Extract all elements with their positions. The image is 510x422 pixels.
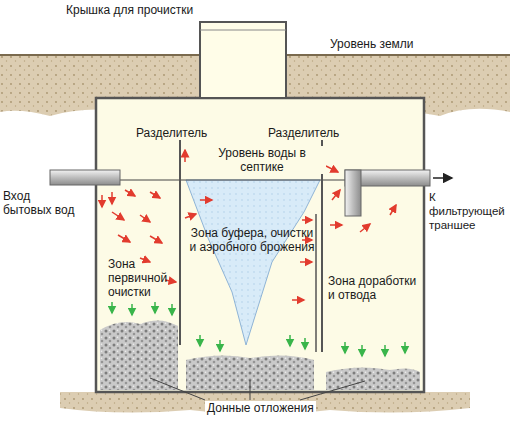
flow-arrow	[125, 190, 135, 196]
flow-arrow	[184, 150, 186, 162]
settling-arrow	[361, 345, 363, 356]
flow-arrow	[302, 219, 312, 221]
part-label: К фильтрующей траншее	[429, 190, 507, 232]
flow-arrow	[150, 192, 160, 198]
settling-arrow	[131, 304, 133, 315]
flow-arrow	[200, 199, 212, 201]
zone-label: Зона доработки и отвода	[328, 274, 418, 302]
zone-label: Зона первичной очистки	[108, 257, 178, 299]
flow-arrow	[332, 190, 340, 200]
flow-arrow	[140, 258, 150, 262]
part-label: Крышка для прочистки	[66, 3, 193, 17]
settling-arrow	[171, 304, 173, 315]
part-label: Вход бытовых вод	[3, 189, 81, 217]
flow-arrow	[112, 212, 124, 220]
part-label: Разделитель	[134, 126, 209, 140]
settling-arrow	[154, 302, 156, 313]
flow-arrow	[300, 261, 312, 263]
settling-arrow	[289, 335, 291, 346]
flow-arrow	[330, 224, 342, 226]
flow-arrow	[140, 215, 150, 222]
part-label: Уровень воды в септике	[198, 146, 326, 174]
zone-label: Зона буфера, очистки и аэробного брожени…	[188, 226, 316, 254]
settling-arrow	[199, 335, 201, 346]
settling-arrow	[344, 342, 346, 353]
flow-arrow	[101, 195, 103, 207]
flow-arrow	[390, 205, 396, 215]
flow-arrow	[118, 235, 130, 242]
part-label: Разделитель	[266, 126, 341, 140]
flow-arrow	[185, 214, 196, 218]
settling-arrow	[304, 338, 306, 349]
flow-arrow	[111, 192, 113, 204]
settling-arrow	[111, 302, 113, 313]
settling-arrow	[404, 342, 406, 353]
flow-arrow	[150, 236, 162, 243]
settling-arrow	[219, 340, 221, 351]
part-label: Уровень земли	[330, 37, 414, 51]
flow-arrow	[292, 299, 304, 301]
settling-arrow	[384, 345, 386, 356]
part-label: Донные отложения	[205, 401, 316, 415]
flow-arrow	[326, 166, 338, 172]
flow-arrow	[360, 224, 370, 232]
